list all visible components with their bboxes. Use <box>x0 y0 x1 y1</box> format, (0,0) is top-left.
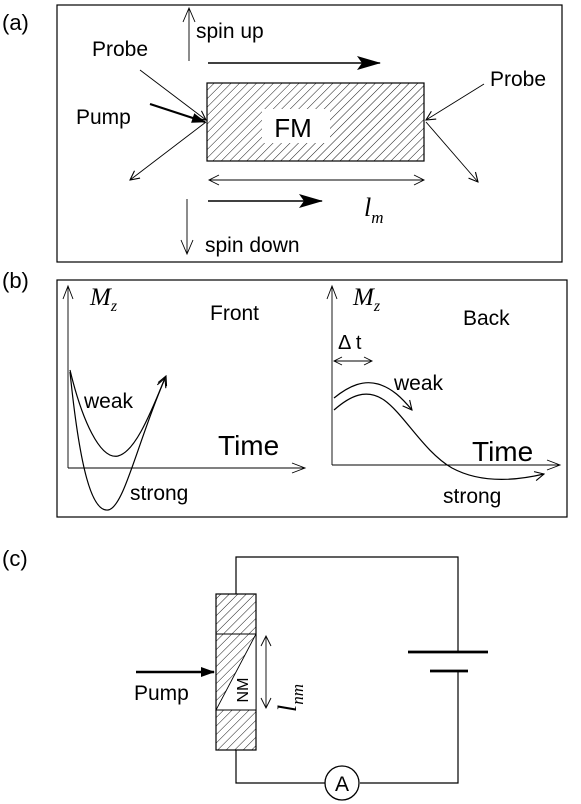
pump-label-c: Pump <box>134 682 189 705</box>
nm-label: NM <box>235 678 252 703</box>
circuit-wire <box>235 556 459 784</box>
back-weak-label: weak <box>393 372 444 395</box>
front-title: Front <box>210 302 259 325</box>
probe-right-reflected-arrow <box>425 121 478 182</box>
panel-c-tag: (c) <box>2 546 28 571</box>
probe-left-incident-arrow <box>139 69 206 120</box>
panel-c: (c) A NM lnm Pump <box>2 546 488 801</box>
pump-arrow-a <box>149 102 206 124</box>
back-x-axis <box>332 459 562 471</box>
nm-length-arrow <box>260 634 272 710</box>
front-axis-label: Mz <box>89 284 118 315</box>
spin-up-arrow <box>182 6 196 61</box>
fm-length-arrow <box>207 174 426 186</box>
nm-layer <box>215 633 257 711</box>
spin-down-label: spin down <box>205 234 300 257</box>
panel-b-frame <box>56 279 568 518</box>
probe-left-label: Probe <box>92 38 148 61</box>
delay-arrow <box>332 356 374 366</box>
panel-b-tag: (b) <box>2 268 29 293</box>
back-time-label: Time <box>472 436 533 467</box>
probe-right-incident-arrow <box>426 83 485 120</box>
probe-right-label: Probe <box>490 68 546 91</box>
front-weak-curve <box>69 369 165 457</box>
back-strong-label: strong <box>443 485 501 508</box>
back-weak-curve <box>333 382 412 410</box>
front-weak-label: weak <box>83 390 134 413</box>
nm-length-label: lnm <box>273 684 307 712</box>
panel-a-frame <box>56 4 563 263</box>
probe-left-reflected-arrow <box>130 121 207 180</box>
front-y-axis <box>62 284 74 468</box>
fm-label-backdrop <box>262 109 330 143</box>
front-time-label: Time <box>218 430 279 461</box>
back-plot: Mz Back Δ t weak strong Time <box>326 284 562 508</box>
spin-up-label: spin up <box>196 20 264 43</box>
pump-label-a: Pump <box>76 106 131 129</box>
back-title: Back <box>463 307 510 330</box>
front-strong-curve <box>69 371 166 511</box>
back-y-axis <box>326 284 338 465</box>
front-plot: Mz Front weak strong Time <box>62 284 307 511</box>
panel-a-tag: (a) <box>2 10 29 35</box>
spin-down-arrow <box>180 199 194 256</box>
panel-b: (b) Mz Front weak strong Time <box>2 268 568 518</box>
battery-symbol <box>408 650 488 673</box>
panel-a: (a) spin up Probe Pump FM Probe lm <box>2 4 563 263</box>
back-axis-label: Mz <box>352 284 381 315</box>
front-x-axis <box>68 462 307 474</box>
ammeter <box>324 765 360 801</box>
fm-label: FM <box>274 113 312 143</box>
delay-label: Δ t <box>338 332 362 354</box>
fm-length-label: lm <box>364 193 384 227</box>
front-strong-label: strong <box>130 482 188 505</box>
ammeter-label: A <box>335 773 349 796</box>
back-strong-curve <box>333 393 544 479</box>
